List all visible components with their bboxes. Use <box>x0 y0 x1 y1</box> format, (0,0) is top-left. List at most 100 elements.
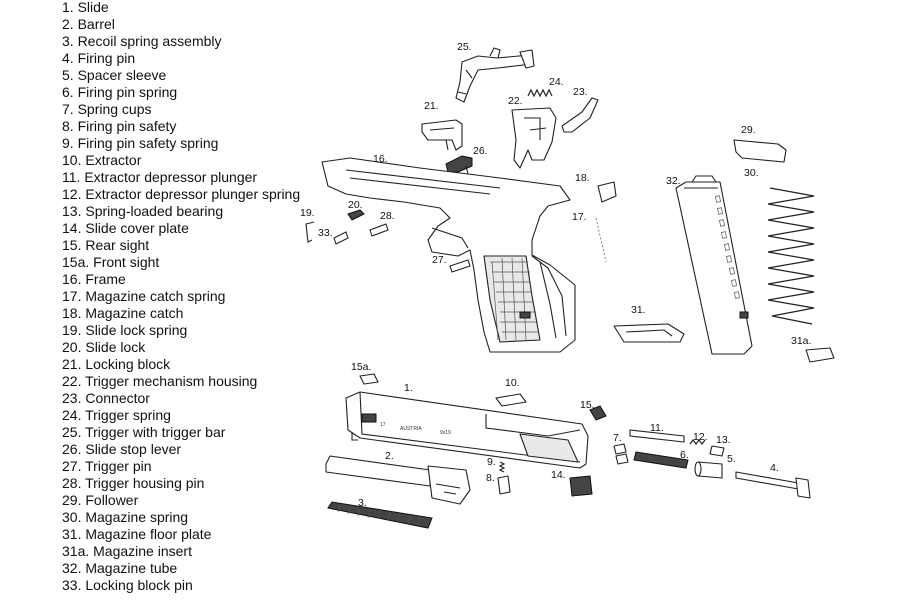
callout-15: 15. <box>580 399 595 411</box>
legend-item: 25. Trigger with trigger bar <box>62 424 226 440</box>
trigger-mechanism-housing <box>511 107 557 169</box>
legend-item: 6. Firing pin spring <box>62 84 178 100</box>
spacer-sleeve <box>694 461 723 479</box>
legend-item: 29. Follower <box>62 492 139 508</box>
callout-13: 13. <box>716 434 731 446</box>
legend-item: 3. Recoil spring assembly <box>62 33 222 49</box>
trigger-with-trigger-bar <box>455 47 535 103</box>
legend-item: 12. Extractor depressor plunger spring <box>62 186 301 202</box>
legend-item: 24. Trigger spring <box>62 407 171 423</box>
legend-item: 31a. Magazine insert <box>62 543 192 559</box>
callout-29: 29. <box>741 124 756 136</box>
callout-3: 3. <box>358 497 367 509</box>
magazine-catch-spring <box>595 217 607 263</box>
locking-block <box>421 119 463 151</box>
callout-32: 32. <box>666 175 681 187</box>
legend-item: 13. Spring-loaded bearing <box>62 203 224 219</box>
callout-21: 21. <box>424 100 439 112</box>
callout-6: 6. <box>680 449 689 461</box>
callout-1: 1. <box>404 382 413 394</box>
callout-9: 9. <box>487 456 496 468</box>
legend-item: 8. Firing pin safety <box>62 118 177 134</box>
legend-item: 30. Magazine spring <box>62 509 189 525</box>
callout-28: 28. <box>380 210 395 222</box>
rear-sight <box>589 405 607 421</box>
slide: 17 AUSTRIA 9x19 <box>345 391 589 469</box>
legend-item: 22. Trigger mechanism housing <box>62 373 258 389</box>
callout-2: 2. <box>385 450 394 462</box>
legend-item: 31. Magazine floor plate <box>62 526 212 542</box>
legend-item: 26. Slide stop lever <box>62 441 182 457</box>
callout-33: 33. <box>318 227 333 239</box>
callout-22: 22. <box>508 95 523 107</box>
slide-caliber-marking: 9x19 <box>440 430 451 436</box>
callout-10: 10. <box>505 377 520 389</box>
callout-31: 31. <box>631 304 646 316</box>
barrel <box>325 455 471 505</box>
slide-cover-plate <box>569 475 593 497</box>
legend-item: 20. Slide lock <box>62 339 146 355</box>
callout-17: 17. <box>572 211 587 223</box>
callout-12: 12. <box>693 431 708 443</box>
magazine-catch <box>597 181 617 203</box>
frame <box>321 157 576 353</box>
callout-14: 14. <box>551 469 566 481</box>
legend-item: 4. Firing pin <box>62 50 136 66</box>
legend-item: 32. Magazine tube <box>62 560 178 576</box>
trigger-housing-pin <box>369 223 389 237</box>
follower <box>733 139 787 163</box>
magazine-insert <box>805 347 835 363</box>
callout-19: 19. <box>300 207 315 219</box>
firing-pin-spring <box>633 451 689 469</box>
legend-item: 15. Rear sight <box>62 237 150 253</box>
legend-item: 16. Frame <box>62 271 126 287</box>
magazine-tube <box>675 175 753 355</box>
legend-item: 18. Magazine catch <box>62 305 184 321</box>
legend-item: 10. Extractor <box>62 152 142 168</box>
callout-30: 30. <box>744 167 759 179</box>
legend-item: 14. Slide cover plate <box>62 220 189 236</box>
legend-item: 23. Connector <box>62 390 150 406</box>
callout-7: 7. <box>613 432 622 444</box>
trigger-pin <box>449 259 471 273</box>
legend-item: 9. Firing pin safety spring <box>62 135 219 151</box>
callout-20: 20. <box>348 199 363 211</box>
legend-item: 28. Trigger housing pin <box>62 475 205 491</box>
slide-lock-spring <box>305 221 315 243</box>
callout-11: 11. <box>650 422 664 434</box>
legend-item: 19. Slide lock spring <box>62 322 188 338</box>
callout-24: 24. <box>549 76 564 88</box>
recoil-spring-assembly <box>327 501 433 529</box>
legend-item: 2. Barrel <box>62 16 115 32</box>
legend-item: 27. Trigger pin <box>62 458 152 474</box>
callout-25: 25. <box>457 41 472 53</box>
trigger-spring <box>527 88 553 98</box>
extractor-depressor-plunger <box>629 429 685 443</box>
callout-15a: 15a. <box>351 361 371 373</box>
magazine-floor-plate <box>613 323 685 343</box>
extractor <box>495 393 527 407</box>
spring-cups <box>613 443 629 465</box>
callout-4: 4. <box>770 462 779 474</box>
callout-27: 27. <box>432 254 447 266</box>
callout-26: 26. <box>473 145 488 157</box>
legend-item: 15a. Front sight <box>62 254 160 270</box>
firing-pin-safety-spring <box>498 461 506 473</box>
legend-item: 33. Locking block pin <box>62 577 193 593</box>
front-sight <box>359 373 379 385</box>
callout-18: 18. <box>575 172 590 184</box>
slide-country-marking: AUSTRIA <box>400 426 422 432</box>
slide-model-marking: 17 <box>380 422 386 428</box>
legend-item: 21. Locking block <box>62 356 171 372</box>
callout-23: 23. <box>573 86 588 98</box>
callout-8: 8. <box>486 472 495 484</box>
extractor-depressor-plunger-spring <box>689 439 706 445</box>
firing-pin-safety <box>497 475 511 495</box>
locking-block-pin <box>333 231 349 245</box>
magazine-spring <box>767 187 815 325</box>
connector <box>561 97 599 133</box>
callout-31a: 31a. <box>791 335 811 347</box>
callout-5: 5. <box>727 453 736 465</box>
